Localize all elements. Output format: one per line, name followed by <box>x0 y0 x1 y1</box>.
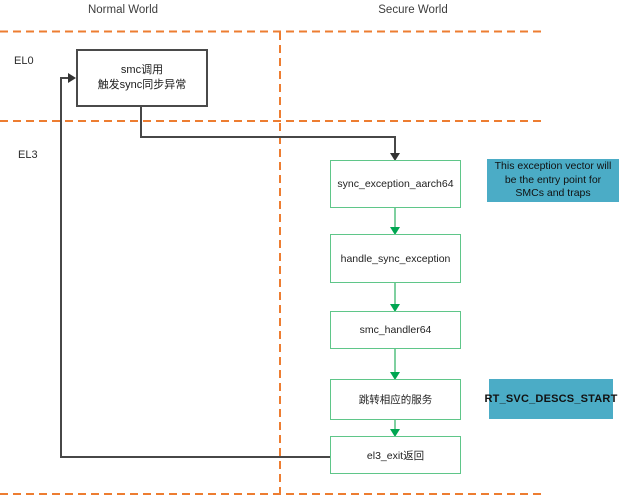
flow-box-sync-exception-aarch64: sync_exception_aarch64 <box>330 160 461 208</box>
connector-el3-exit-return <box>60 77 330 458</box>
connector-smc-to-sync-exception <box>140 107 396 154</box>
arrowhead-smc-handler <box>390 304 400 312</box>
flow-box-jump-to-service: 跳转相应的服务 <box>330 379 461 420</box>
arrowhead-handle-sync <box>390 227 400 235</box>
arrowhead-into-smc-box <box>68 73 76 83</box>
smc-call-box: smc调用 触发sync同步异常 <box>76 49 208 107</box>
arrowhead-el3-exit <box>390 429 400 437</box>
note-exception-vector: This exception vector will be the entry … <box>487 159 619 202</box>
el3-label: EL3 <box>18 149 38 161</box>
secure-world-header: Secure World <box>378 4 448 16</box>
arrowhead-service <box>390 372 400 380</box>
note-rt-svc-descs-start: RT_SVC_DESCS_START <box>485 379 617 419</box>
smc-call-line1: smc调用 <box>120 64 164 77</box>
smc-call-line2: 触发sync同步异常 <box>97 79 187 91</box>
flow-box-handle-sync-exception: handle_sync_exception <box>330 234 461 283</box>
flow-box-smc-handler64: smc_handler64 <box>330 311 461 349</box>
normal-world-header: Normal World <box>87 4 159 16</box>
arrowhead-into-sync-exception <box>390 153 400 161</box>
el0-label: EL0 <box>14 55 34 67</box>
flow-box-el3-exit-return: el3_exit返回 <box>330 436 461 474</box>
